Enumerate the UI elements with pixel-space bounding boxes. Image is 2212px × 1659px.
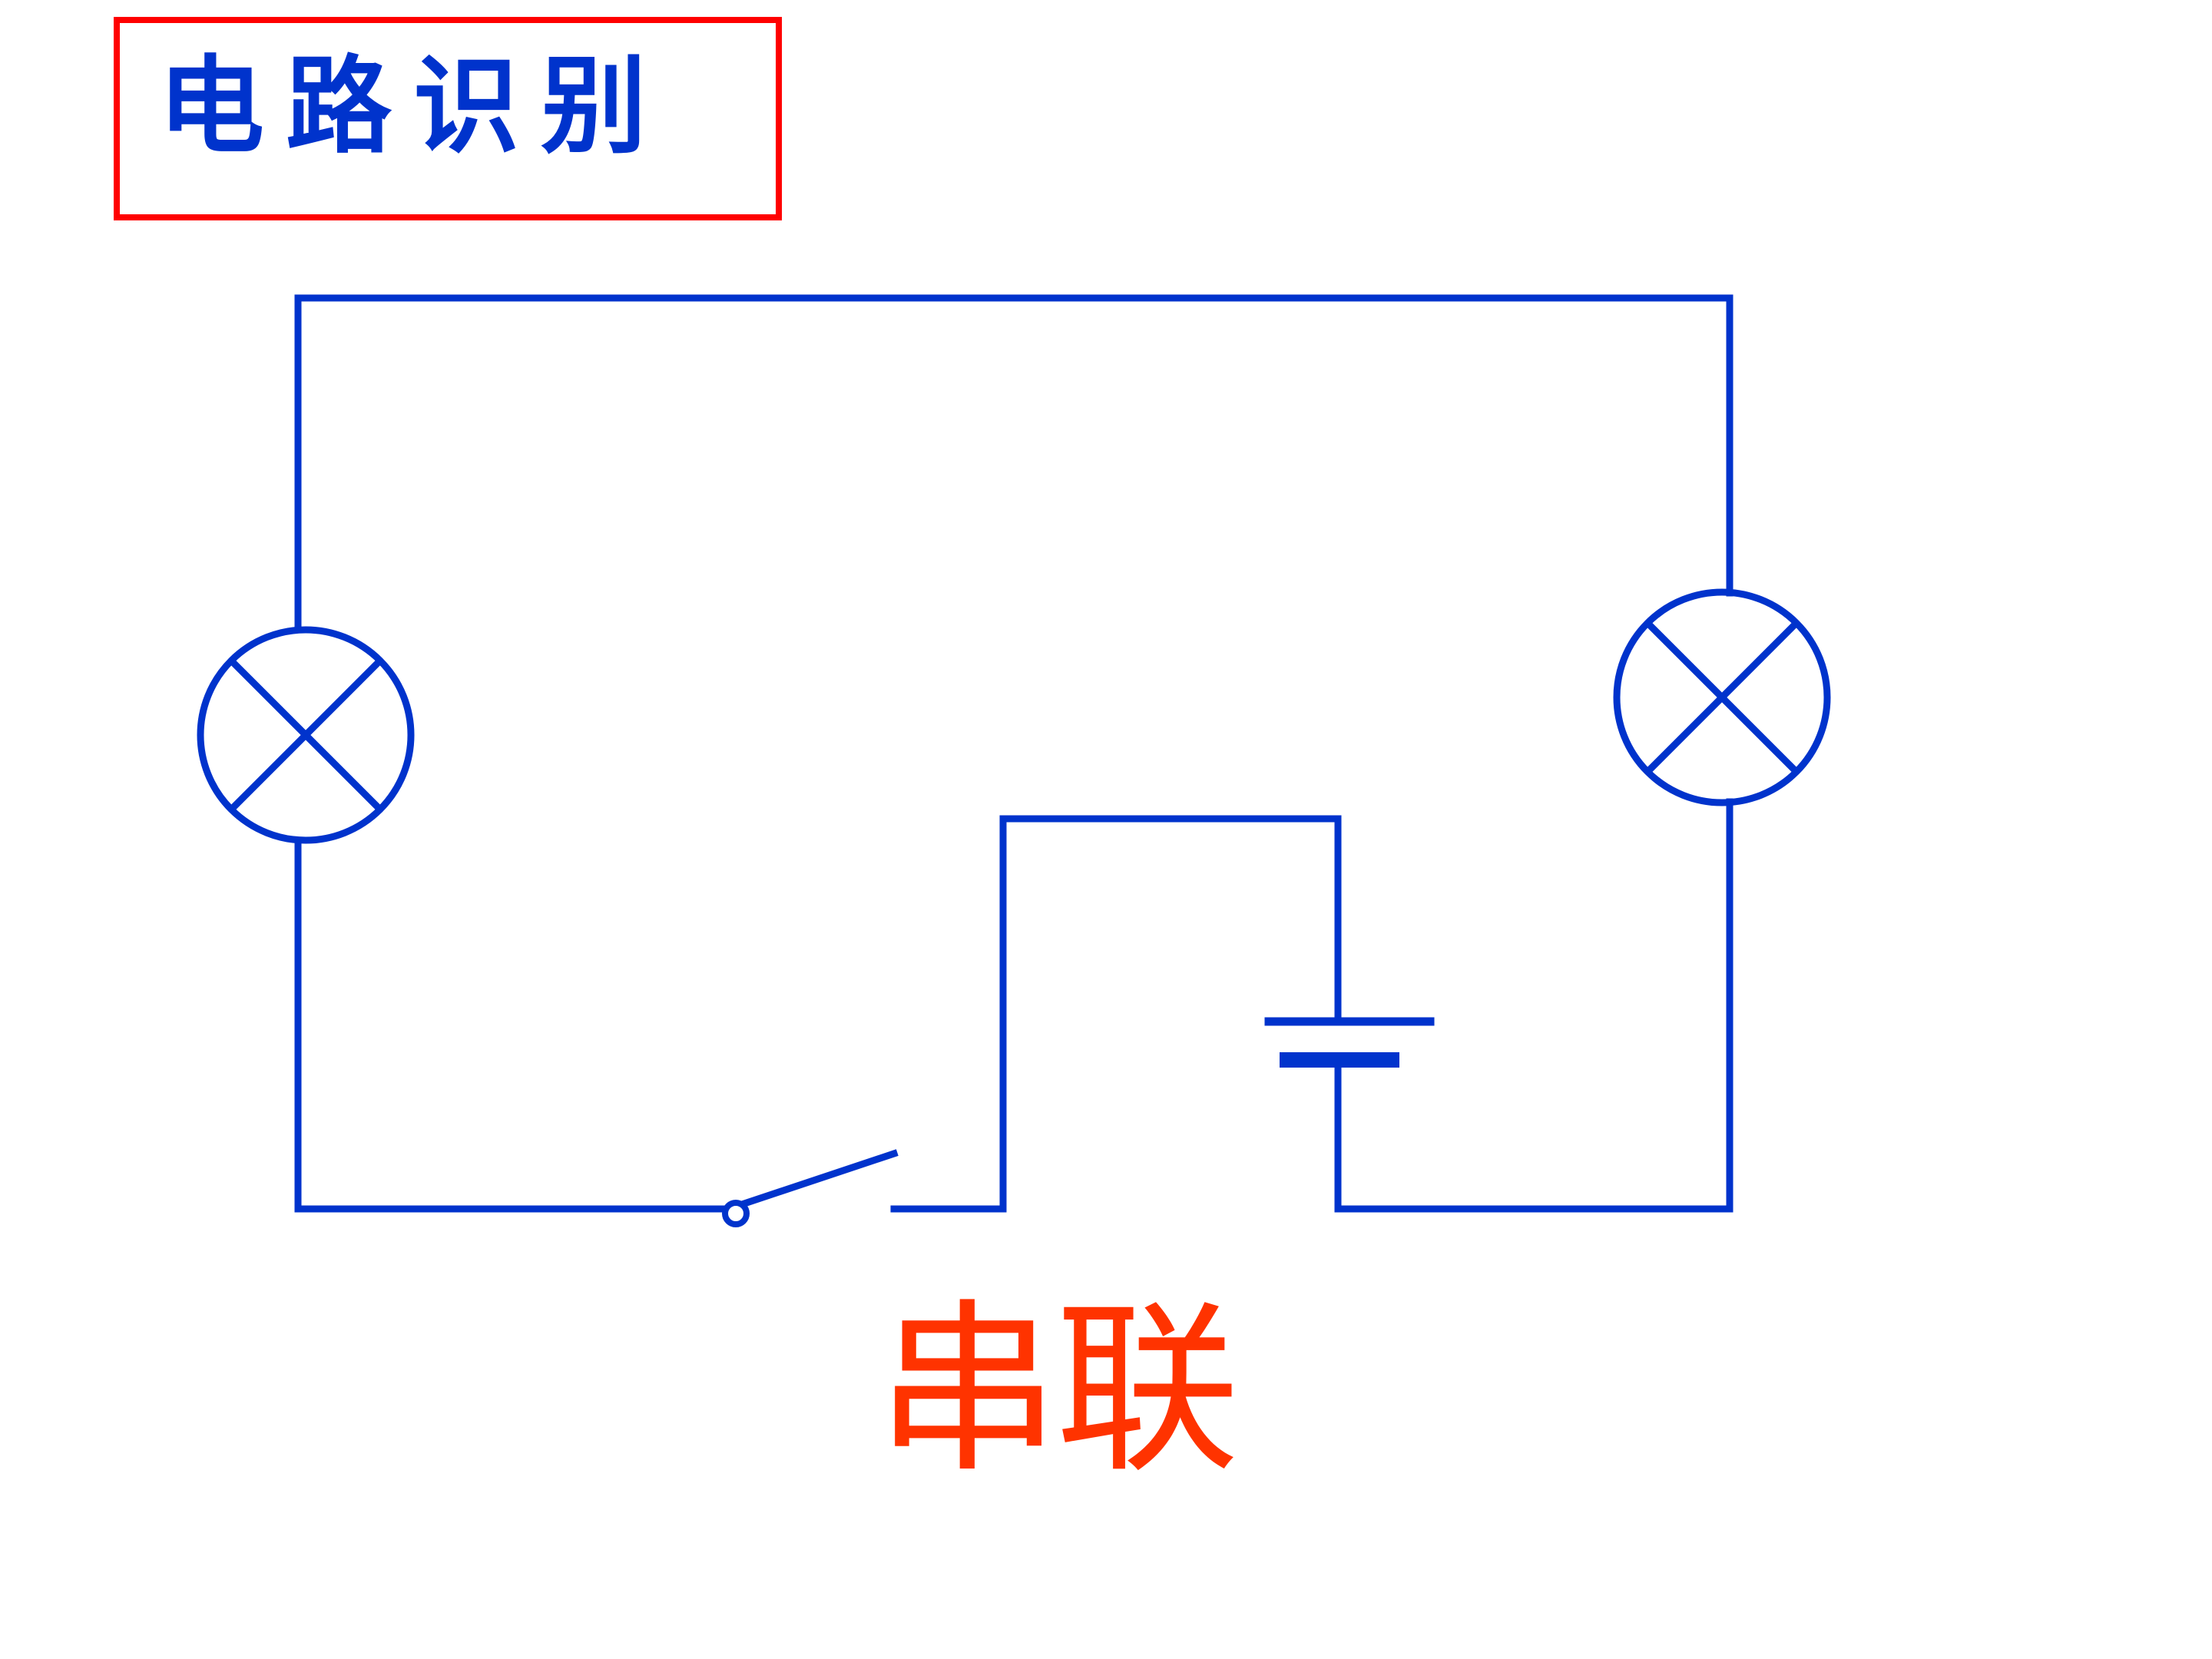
title-box: 电路识别	[114, 17, 782, 220]
switch-pivot	[722, 1200, 750, 1227]
circuit-type-label: 串联	[876, 1283, 1240, 1498]
battery	[1264, 1017, 1435, 1068]
lamp-right	[1613, 588, 1831, 806]
page-title: 电路识别	[158, 45, 669, 168]
lamp-left-cross-b	[227, 657, 384, 813]
lamp-left	[197, 626, 415, 844]
lamp-left-circle	[197, 626, 415, 844]
lamp-right-circle	[1613, 588, 1831, 806]
switch-blade	[737, 1149, 899, 1209]
lamp-right-cross-b	[1644, 619, 1800, 776]
